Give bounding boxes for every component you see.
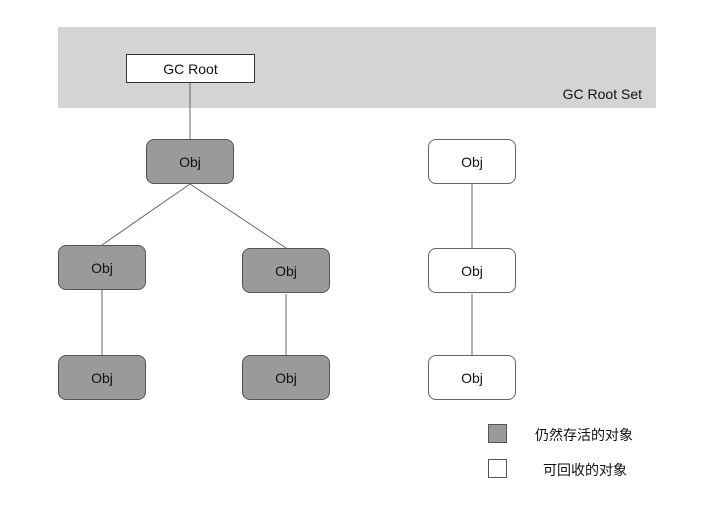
node-label: Obj — [179, 153, 201, 170]
legend-swatch-alive — [488, 424, 507, 443]
legend-label-alive: 仍然存活的对象 — [535, 428, 633, 444]
node-label: Obj — [461, 262, 483, 279]
collectable-object-node: Obj — [428, 139, 516, 184]
node-label: Obj — [91, 259, 113, 276]
collectable-object-node: Obj — [428, 248, 516, 293]
gc-root-node: GC Root — [126, 54, 255, 83]
alive-object-node: Obj — [58, 355, 146, 400]
edge-obj-to-left — [101, 183, 191, 246]
gc-root-label: GC Root — [163, 60, 218, 77]
legend-swatch-collectable — [488, 459, 507, 478]
gc-root-set-label: GC Root Set — [562, 86, 642, 102]
alive-object-node: Obj — [58, 245, 146, 290]
node-label: Obj — [461, 369, 483, 386]
node-label: Obj — [275, 369, 297, 386]
edge-obj-to-right — [189, 183, 287, 249]
alive-object-node: Obj — [242, 355, 330, 400]
node-label: Obj — [275, 262, 297, 279]
node-label: Obj — [461, 153, 483, 170]
collectable-object-node: Obj — [428, 355, 516, 400]
alive-object-node: Obj — [242, 248, 330, 293]
alive-object-node: Obj — [146, 139, 234, 184]
legend-label-collectable: 可回收的对象 — [543, 463, 627, 479]
node-label: Obj — [91, 369, 113, 386]
